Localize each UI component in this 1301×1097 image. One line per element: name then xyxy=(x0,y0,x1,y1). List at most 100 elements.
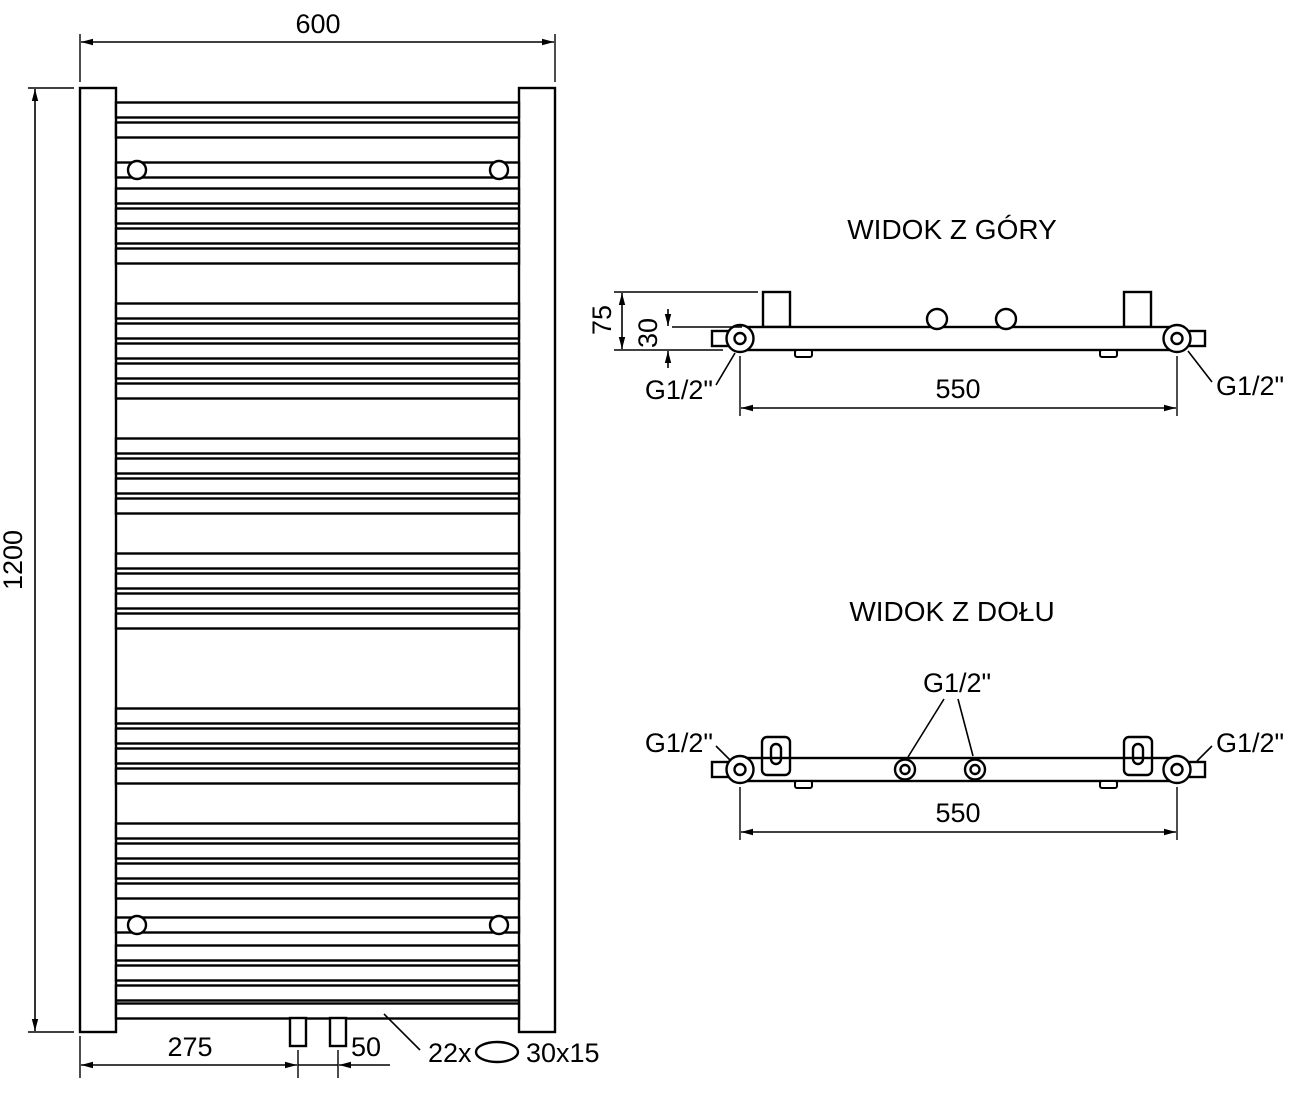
dim-spacing-label: 50 xyxy=(351,1032,381,1062)
bottom-left-connection-callout: G1/2" xyxy=(645,728,732,762)
connection-label: G1/2" xyxy=(645,728,713,758)
tube xyxy=(114,497,521,515)
connection-label: G1/2" xyxy=(1216,728,1284,758)
bracket-slot xyxy=(769,742,783,766)
collector-bar xyxy=(743,325,1174,352)
tube xyxy=(114,612,521,630)
top-view: WIDOK Z GÓRY 75 30 xyxy=(587,214,1284,416)
center-connection-callout: G1/2" xyxy=(907,668,991,758)
connection-label: G1/2" xyxy=(1216,371,1284,401)
dim-span-bottom-label: 550 xyxy=(935,798,980,828)
top-right-connection-callout: G1/2" xyxy=(1187,350,1284,401)
tube xyxy=(114,227,521,245)
mount-bracket xyxy=(126,914,148,936)
tube xyxy=(114,187,521,205)
tube xyxy=(114,592,521,610)
wall-bracket xyxy=(760,735,792,777)
tube xyxy=(114,552,521,570)
bracket-foot xyxy=(1099,349,1118,358)
top-view-geometry xyxy=(710,290,1207,358)
center-connection-inner xyxy=(969,763,981,776)
side-connection-inner xyxy=(1170,762,1184,777)
bottom-view-geometry xyxy=(710,735,1207,789)
tube xyxy=(114,862,521,880)
dim-tube-depth-label: 30 xyxy=(633,318,663,348)
tube xyxy=(114,916,521,934)
dim-span-bottom xyxy=(739,787,1178,840)
tube xyxy=(114,1002,521,1020)
front-view: 600 1200 xyxy=(0,9,600,1078)
collector-bar xyxy=(743,756,1174,783)
dim-span-top-label: 550 xyxy=(935,374,980,404)
wall-bracket xyxy=(761,290,792,329)
tube xyxy=(114,342,521,360)
tube xyxy=(114,161,521,179)
tube xyxy=(114,362,521,380)
center-connection xyxy=(925,307,949,331)
tube xyxy=(114,842,521,860)
tube xyxy=(114,882,521,900)
center-connection xyxy=(994,307,1018,331)
wall-bracket xyxy=(1122,290,1153,329)
side-connection-inner xyxy=(733,762,747,777)
wall-bracket xyxy=(1122,735,1154,777)
mount-bracket xyxy=(488,159,510,181)
tube xyxy=(114,747,521,765)
connection-label: G1/2" xyxy=(923,668,991,698)
mount-bracket xyxy=(488,914,510,936)
top-left-connection-callout: G1/2" xyxy=(645,352,736,405)
tubes xyxy=(114,101,521,1020)
tube xyxy=(114,382,521,400)
bottom-view-title: WIDOK Z DOŁU xyxy=(849,596,1054,627)
dim-offset-label: 275 xyxy=(167,1032,212,1062)
dim-width xyxy=(79,34,556,82)
tube xyxy=(114,322,521,340)
bracket-foot xyxy=(1099,780,1118,789)
dim-depth-label: 75 xyxy=(587,305,617,335)
center-connection-inner xyxy=(899,763,911,776)
dim-depth xyxy=(614,291,758,368)
tube xyxy=(114,822,521,840)
tube xyxy=(114,207,521,225)
tube xyxy=(114,247,521,265)
connection-label: G1/2" xyxy=(645,375,713,405)
bottom-connection-stub xyxy=(288,1016,308,1048)
tube xyxy=(114,457,521,475)
dim-span-top xyxy=(739,356,1178,416)
tube xyxy=(114,727,521,745)
tube xyxy=(114,477,521,495)
tube xyxy=(114,437,521,455)
top-view-title: WIDOK Z GÓRY xyxy=(847,214,1057,245)
side-connection-inner xyxy=(1170,331,1184,346)
tube xyxy=(114,964,521,982)
bracket-outline xyxy=(760,735,792,777)
bracket-outline xyxy=(1122,735,1154,777)
dim-height-label: 1200 xyxy=(0,530,28,590)
mount-bracket xyxy=(126,159,148,181)
tube-count-label: 22x xyxy=(428,1038,472,1068)
dim-height xyxy=(28,87,74,1033)
bottom-view: WIDOK Z DOŁU G1/2" xyxy=(645,596,1284,840)
tube-spec-annotation: 22x 30x15 xyxy=(383,1013,600,1068)
tube xyxy=(114,767,521,785)
tube xyxy=(114,121,521,139)
bracket-slot xyxy=(1131,742,1145,766)
tube xyxy=(114,984,521,1002)
bracket-foot xyxy=(794,349,813,358)
side-connection-inner xyxy=(733,331,747,346)
bottom-right-connection-callout: G1/2" xyxy=(1196,728,1284,762)
tube xyxy=(114,572,521,590)
radiator-body xyxy=(78,86,557,1048)
dim-bottom xyxy=(79,1036,390,1078)
bottom-connection-stub xyxy=(328,1016,348,1048)
left-rail xyxy=(78,86,118,1034)
tube xyxy=(114,944,521,962)
bracket-foot xyxy=(794,780,813,789)
oval-tube-icon xyxy=(474,1040,520,1064)
tube xyxy=(114,101,521,119)
tube xyxy=(114,302,521,320)
tube-profile-label: 30x15 xyxy=(526,1038,600,1068)
right-rail xyxy=(517,86,557,1034)
